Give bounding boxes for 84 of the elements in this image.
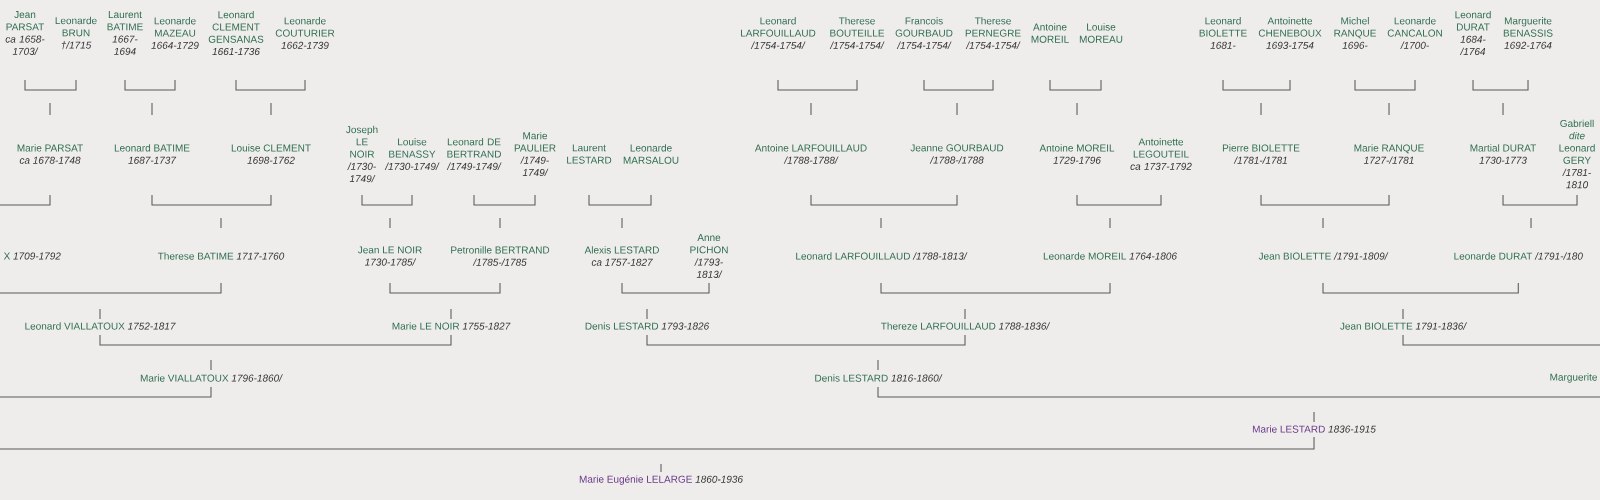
marriage-bracket bbox=[0, 436, 1315, 450]
person-entry: Leonarde BRUN †/1715 bbox=[55, 16, 97, 50]
marriage-bracket bbox=[1502, 194, 1578, 206]
marriage-bracket bbox=[1354, 79, 1416, 91]
marriage-bracket bbox=[621, 282, 710, 294]
person-entry: Leonard LARFOUILLAUD /1754-1754/ bbox=[741, 17, 816, 49]
person-entry: Leonarde MARSALOU bbox=[623, 144, 679, 164]
marriage-bracket bbox=[124, 79, 176, 91]
person-entry: Leonarde MOREIL 1764-1806 bbox=[1043, 252, 1177, 260]
marriage-bracket bbox=[1322, 282, 1519, 294]
person-entry: Therese BOUTEILLE /1754-1754/ bbox=[829, 17, 885, 49]
person-entry: Laurent BATIME 1667-1694 bbox=[107, 11, 143, 55]
marriage-bracket bbox=[473, 194, 536, 206]
marriage-bracket bbox=[24, 79, 77, 91]
person-entry: Petronille BERTRAND /1785-/1785 bbox=[451, 246, 550, 266]
marriage-bracket bbox=[1076, 194, 1162, 206]
person-entry: Michel RANQUE 1696- bbox=[1334, 17, 1376, 49]
person-entry: Marie PARSAT ca 1678-1748 bbox=[17, 144, 83, 164]
person-entry: Antoine LARFOUILLAUD /1788-1788/ bbox=[754, 144, 867, 164]
person-entry: Leonarde MAZEAU 1664-1729 bbox=[151, 17, 199, 49]
person-entry: Jean BIOLETTE 1791-1836/ bbox=[1340, 322, 1467, 330]
person-entry: Leonard DE BERTRAND /1749-1749/ bbox=[446, 138, 502, 170]
person-entry: Antoinette CHENEBOUX 1693-1754 bbox=[1258, 17, 1322, 49]
marriage-bracket bbox=[361, 194, 413, 206]
marriage-bracket bbox=[1402, 334, 1600, 346]
person-entry: Marguerite BENASSIS 1692-1764 bbox=[1503, 17, 1553, 49]
person-entry: Leonard BATIME 1687-1737 bbox=[114, 144, 190, 164]
person-entry: Louise MOREAU bbox=[1079, 23, 1123, 43]
person-entry: Leonard BIOLETTE 1681- bbox=[1199, 17, 1247, 49]
person-entry: Jean LE NOIR 1730-1785/ bbox=[357, 246, 422, 266]
person-entry: Antoinette LEGOUTEIL ca 1737-1792 bbox=[1130, 138, 1192, 170]
marriage-bracket bbox=[880, 282, 1111, 294]
marriage-bracket bbox=[99, 334, 452, 346]
person-entry: Antoine MOREIL 1729-1796 bbox=[1039, 144, 1115, 164]
marriage-bracket bbox=[810, 194, 958, 206]
person-entry: Martial DURAT 1730-1773 bbox=[1470, 144, 1536, 164]
person-entry: Marie Eugénie LELARGE 1860-1936 bbox=[579, 475, 743, 485]
person-entry: Marie LESTARD 1836-1915 bbox=[1252, 425, 1376, 433]
marriage-bracket bbox=[777, 79, 858, 91]
person-entry: Jean BIOLETTE /1791-1809/ bbox=[1258, 252, 1389, 260]
marriage-bracket bbox=[1472, 79, 1529, 91]
marriage-bracket bbox=[1049, 79, 1102, 91]
person-entry: Jean PARSAT ca 1658-1703/ bbox=[5, 11, 45, 55]
person-entry: Leonard CLEMENT GENSANAS 1661-1736 bbox=[208, 10, 264, 56]
marriage-bracket bbox=[0, 194, 51, 206]
person-entry: Marguerite bbox=[1550, 373, 1597, 383]
person-entry: Leonard VIALLATOUX 1752-1817 bbox=[25, 322, 176, 330]
person-entry: Leonard DURAT 1684-/1764 bbox=[1455, 10, 1491, 56]
marriage-bracket bbox=[389, 282, 501, 294]
person-entry: Denis LESTARD 1793-1826 bbox=[585, 322, 710, 330]
person-entry: Leonarde DURAT /1791-/180 bbox=[1454, 252, 1583, 260]
person-entry: Leonarde COUTURIER 1662-1739 bbox=[275, 17, 335, 49]
marriage-bracket bbox=[151, 194, 272, 206]
person-entry: Thereze LARFOUILLAUD 1788-1836/ bbox=[881, 322, 1051, 330]
marriage-bracket bbox=[235, 79, 306, 91]
person-entry: Antoine MOREIL bbox=[1031, 23, 1069, 43]
person-entry: Therese PERNEGRE /1754-1754/ bbox=[965, 17, 1021, 49]
person-entry: Marie LE NOIR 1755-1827 bbox=[392, 322, 511, 330]
person-entry: Francois GOURBAUD /1754-1754/ bbox=[895, 17, 953, 49]
person-entry: Marie RANQUE 1727-/1781 bbox=[1354, 144, 1424, 164]
marriage-bracket bbox=[588, 194, 652, 206]
person-entry: Jeanne GOURBAUD /1788-/1788 bbox=[910, 144, 1004, 164]
marriage-bracket bbox=[923, 79, 994, 91]
marriage-bracket bbox=[877, 386, 1600, 398]
marriage-bracket bbox=[1222, 79, 1291, 91]
person-entry: Alexis LESTARD ca 1757-1827 bbox=[584, 246, 659, 266]
person-entry: Pierre BIOLETTE /1781-/1781 bbox=[1222, 144, 1300, 164]
marriage-bracket bbox=[0, 282, 222, 294]
person-entry: Gabriell dite Leonard GERY /1781-1810 bbox=[1559, 119, 1595, 189]
person-entry: Denis LESTARD 1816-1860/ bbox=[815, 374, 943, 382]
marriage-bracket bbox=[1260, 194, 1390, 206]
person-entry: Leonarde CANCALON /1700- bbox=[1387, 17, 1442, 49]
person-entry: Louise BENASSY /1730-1749/ bbox=[384, 138, 440, 170]
marriage-bracket bbox=[0, 386, 212, 398]
person-entry: Louise CLEMENT 1698-1762 bbox=[231, 144, 311, 164]
person-entry: X 1709-1792 bbox=[3, 252, 61, 260]
person-entry: Laurent LESTARD bbox=[567, 144, 612, 164]
person-entry: Therese BATIME 1717-1760 bbox=[157, 252, 285, 260]
person-entry: Marie PAULIER /1749-1749/ bbox=[514, 131, 556, 177]
person-entry: Joseph LE NOIR /1730-1749/ bbox=[346, 125, 378, 183]
person-entry: Anne PICHON /1793-1813/ bbox=[690, 234, 728, 278]
marriage-bracket bbox=[646, 334, 966, 346]
person-entry: Marie VIALLATOUX 1796-1860/ bbox=[140, 374, 283, 382]
person-entry: Leonard LARFOUILLAUD /1788-1813/ bbox=[796, 252, 968, 260]
